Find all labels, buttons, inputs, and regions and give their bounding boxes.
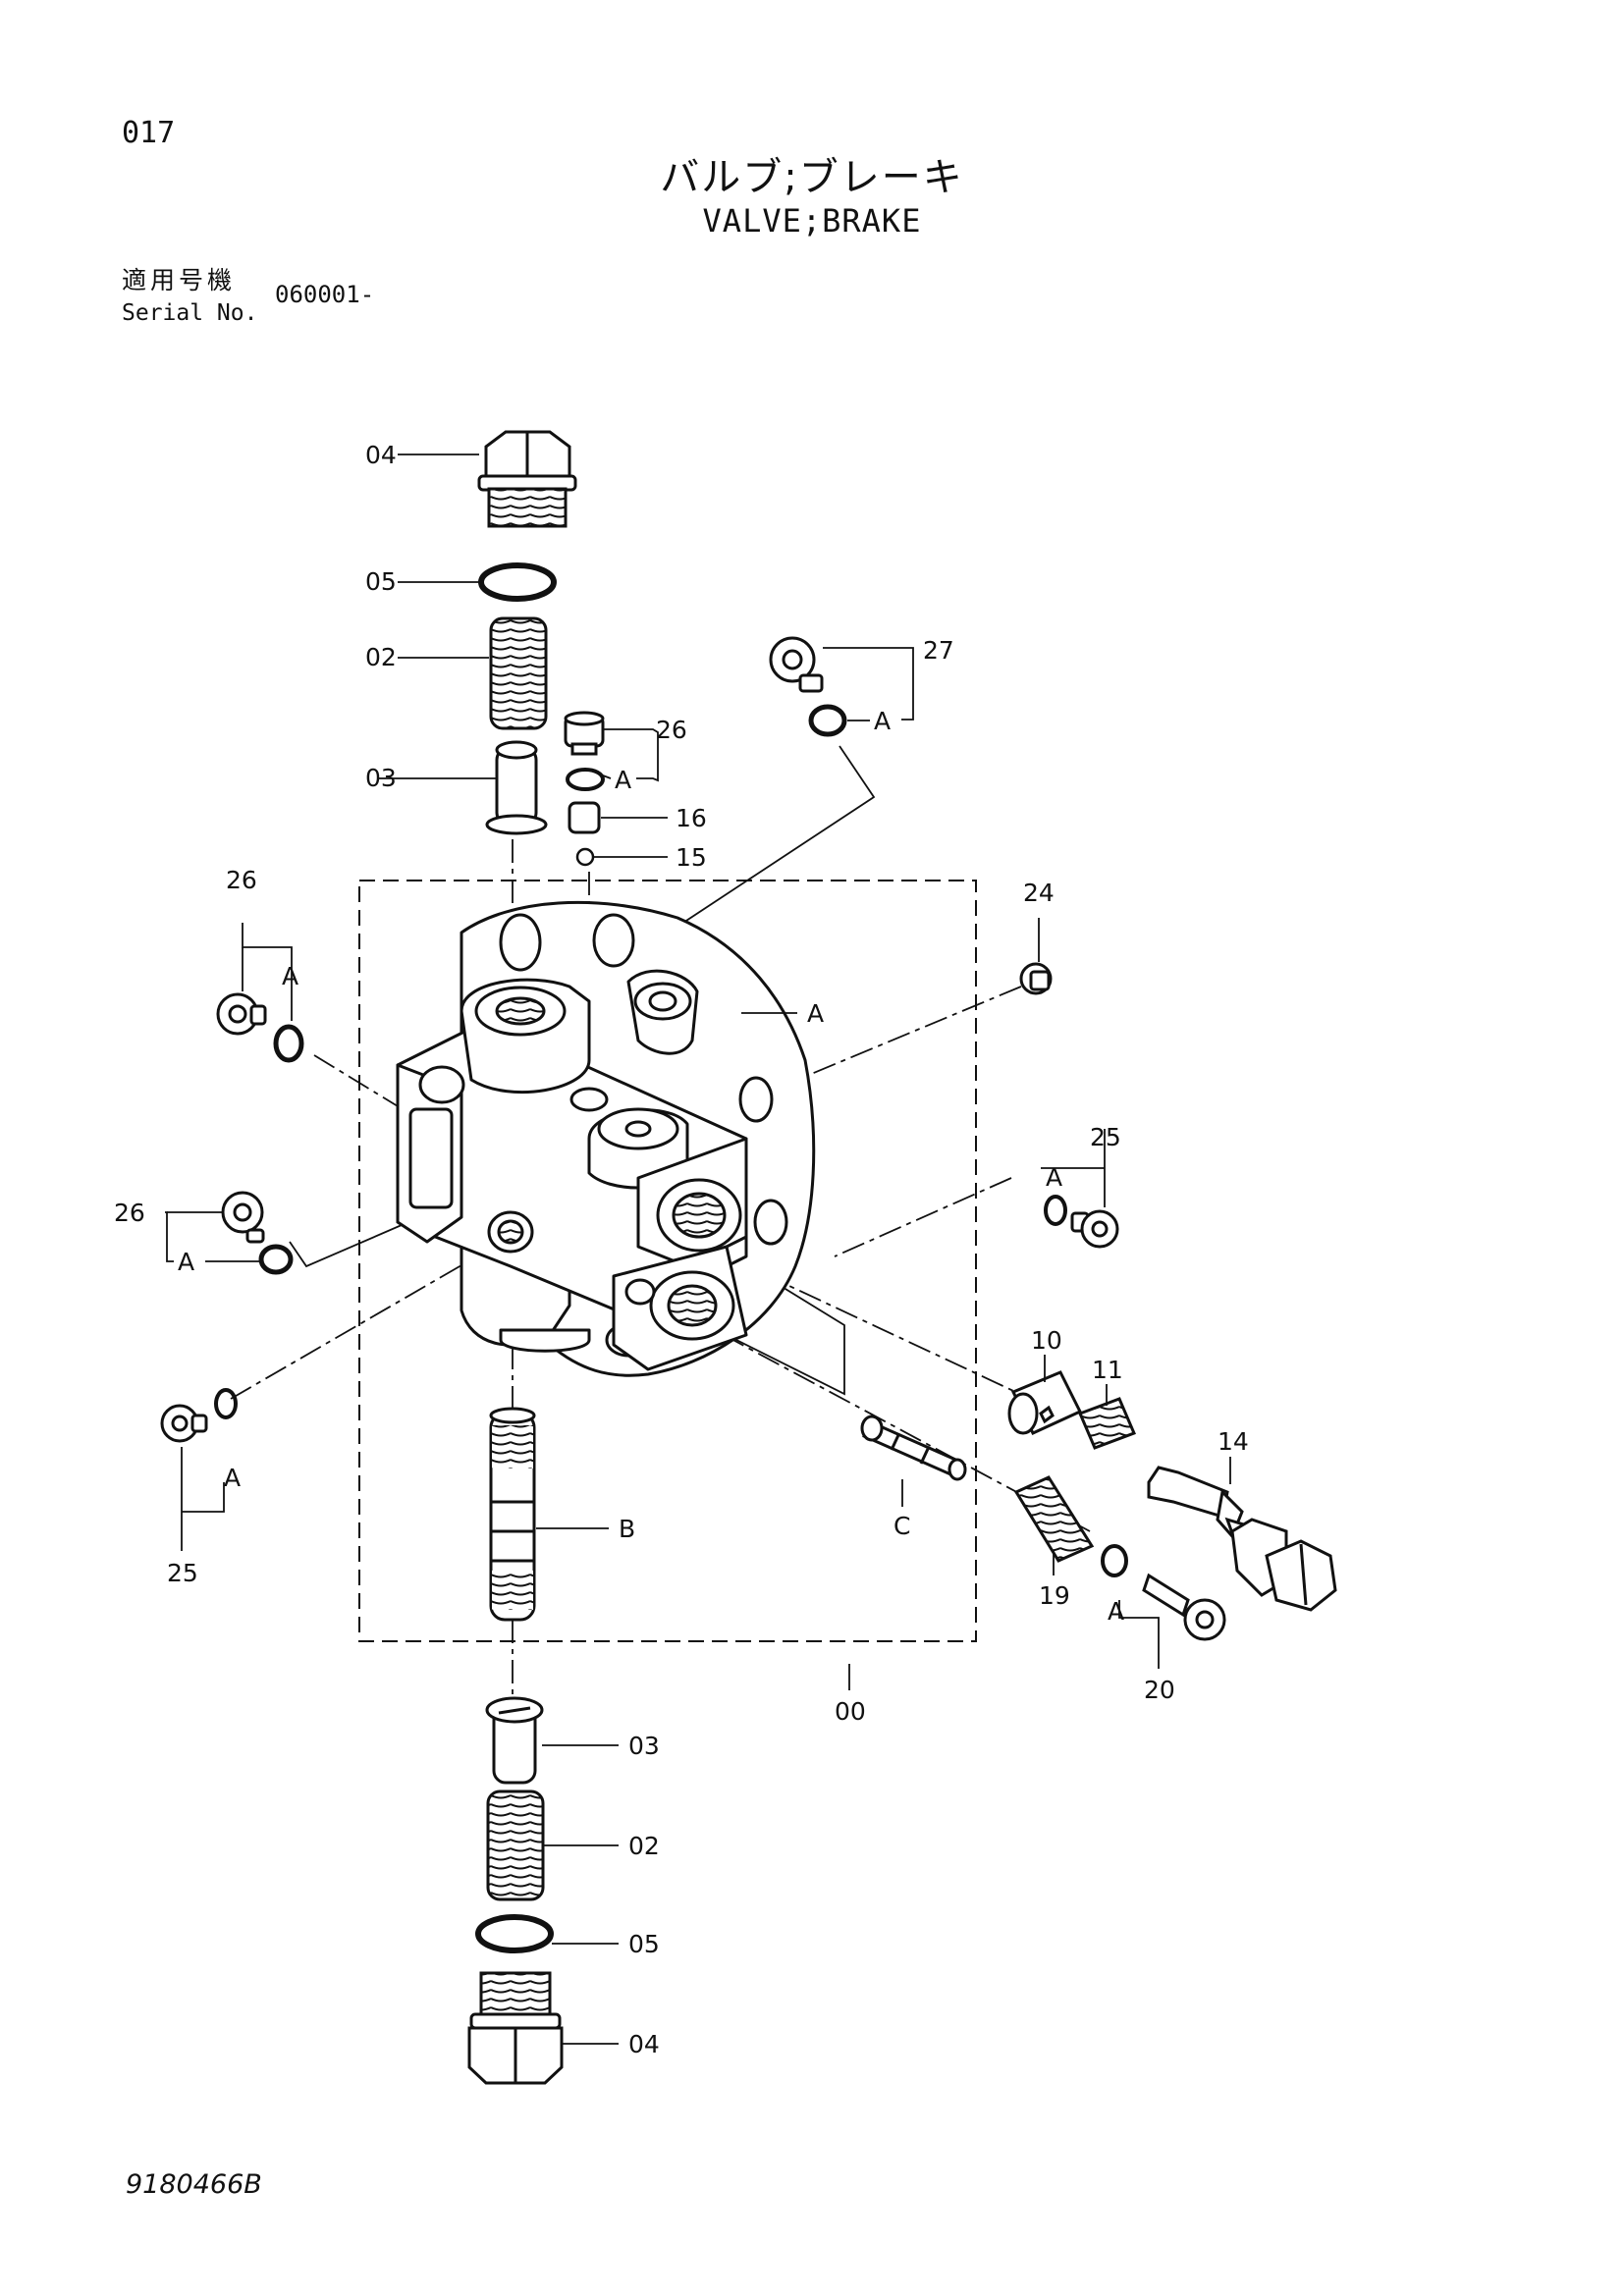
o-ring-20 bbox=[1101, 1544, 1128, 1577]
serial-label-japanese: 適用号機 bbox=[122, 266, 237, 294]
callout-labels: 04 05 02 03 26 A 16 15 27 A 26 A 26 A A … bbox=[114, 441, 1249, 2058]
spring-11 bbox=[1078, 1397, 1136, 1450]
title-japanese: バルブ;ブレーキ bbox=[660, 155, 964, 200]
valve-14 bbox=[1147, 1466, 1337, 1612]
label-19: 19 bbox=[1039, 1581, 1070, 1610]
o-ring-25-right bbox=[1044, 1195, 1067, 1226]
label-02-bottom: 02 bbox=[628, 1832, 660, 1860]
cap-03-bottom bbox=[485, 1696, 544, 1785]
o-ring-05-top bbox=[478, 562, 557, 602]
serial-number-value: 060001- bbox=[275, 281, 375, 308]
label-00: 00 bbox=[835, 1697, 866, 1726]
plug-26-left bbox=[216, 992, 267, 1036]
o-ring-25-left bbox=[214, 1388, 238, 1419]
label-a-body: A bbox=[807, 999, 824, 1028]
spool-c bbox=[860, 1415, 967, 1481]
plug-25-left bbox=[160, 1404, 208, 1443]
title-english: VALVE;BRAKE bbox=[702, 202, 922, 240]
label-26-mid: 26 bbox=[114, 1199, 145, 1227]
label-25-left-a: A bbox=[224, 1464, 241, 1492]
label-05-top: 05 bbox=[365, 567, 397, 596]
spool-b bbox=[489, 1407, 536, 1622]
label-16: 16 bbox=[676, 804, 707, 832]
label-25-right: 25 bbox=[1090, 1123, 1121, 1151]
spring-02-top bbox=[489, 616, 548, 730]
serial-label-english: Serial No. bbox=[122, 300, 258, 326]
label-27: 27 bbox=[923, 636, 954, 665]
label-26-mid-a: A bbox=[178, 1248, 194, 1276]
label-14: 14 bbox=[1218, 1427, 1249, 1456]
plug-26-mid bbox=[221, 1191, 265, 1244]
plug-04-top bbox=[477, 430, 577, 528]
label-20: 20 bbox=[1144, 1676, 1175, 1704]
plug-25-right bbox=[1070, 1209, 1119, 1249]
document-code: 9180466B bbox=[126, 2169, 262, 2200]
label-11: 11 bbox=[1092, 1356, 1123, 1384]
label-26-top-a: A bbox=[615, 766, 631, 794]
label-04-top: 04 bbox=[365, 441, 397, 469]
plug-20 bbox=[1142, 1573, 1226, 1641]
label-03-bottom: 03 bbox=[628, 1732, 660, 1760]
plug-24 bbox=[1019, 962, 1053, 995]
label-b: B bbox=[619, 1515, 635, 1543]
label-c: C bbox=[893, 1512, 910, 1540]
brake-valve-body bbox=[396, 900, 816, 1377]
label-20-a: A bbox=[1108, 1597, 1124, 1626]
o-ring-27 bbox=[808, 704, 847, 737]
label-25-left: 25 bbox=[167, 1559, 198, 1587]
label-26-left-a: A bbox=[282, 962, 298, 990]
label-10: 10 bbox=[1031, 1326, 1062, 1355]
label-05-bottom: 05 bbox=[628, 1930, 660, 1958]
label-25-right-a: A bbox=[1046, 1163, 1062, 1192]
label-02-top: 02 bbox=[365, 643, 397, 671]
spring-19 bbox=[1013, 1475, 1095, 1563]
page-number: 017 bbox=[122, 116, 176, 150]
o-ring-26-left bbox=[273, 1024, 304, 1063]
spring-02-bottom bbox=[486, 1789, 545, 1901]
ball-15 bbox=[575, 847, 595, 867]
cap-03-top bbox=[485, 740, 548, 835]
plug-27 bbox=[769, 636, 824, 693]
label-26-left: 26 bbox=[226, 866, 257, 894]
label-26-top: 26 bbox=[656, 716, 687, 744]
label-15: 15 bbox=[676, 843, 707, 872]
label-24: 24 bbox=[1023, 879, 1055, 907]
plug-16 bbox=[568, 801, 601, 834]
o-ring-05-bottom bbox=[475, 1914, 554, 1953]
callout-leaders bbox=[165, 454, 1231, 2045]
label-04-bottom: 04 bbox=[628, 2030, 660, 2058]
label-27-a: A bbox=[874, 707, 891, 735]
plug-26-top bbox=[564, 711, 605, 756]
plug-04-bottom bbox=[467, 1971, 564, 2085]
o-ring-26-mid bbox=[258, 1244, 294, 1275]
o-ring-26-top bbox=[566, 768, 605, 791]
assembly-boundary bbox=[358, 880, 977, 1642]
label-03-top: 03 bbox=[365, 764, 397, 792]
